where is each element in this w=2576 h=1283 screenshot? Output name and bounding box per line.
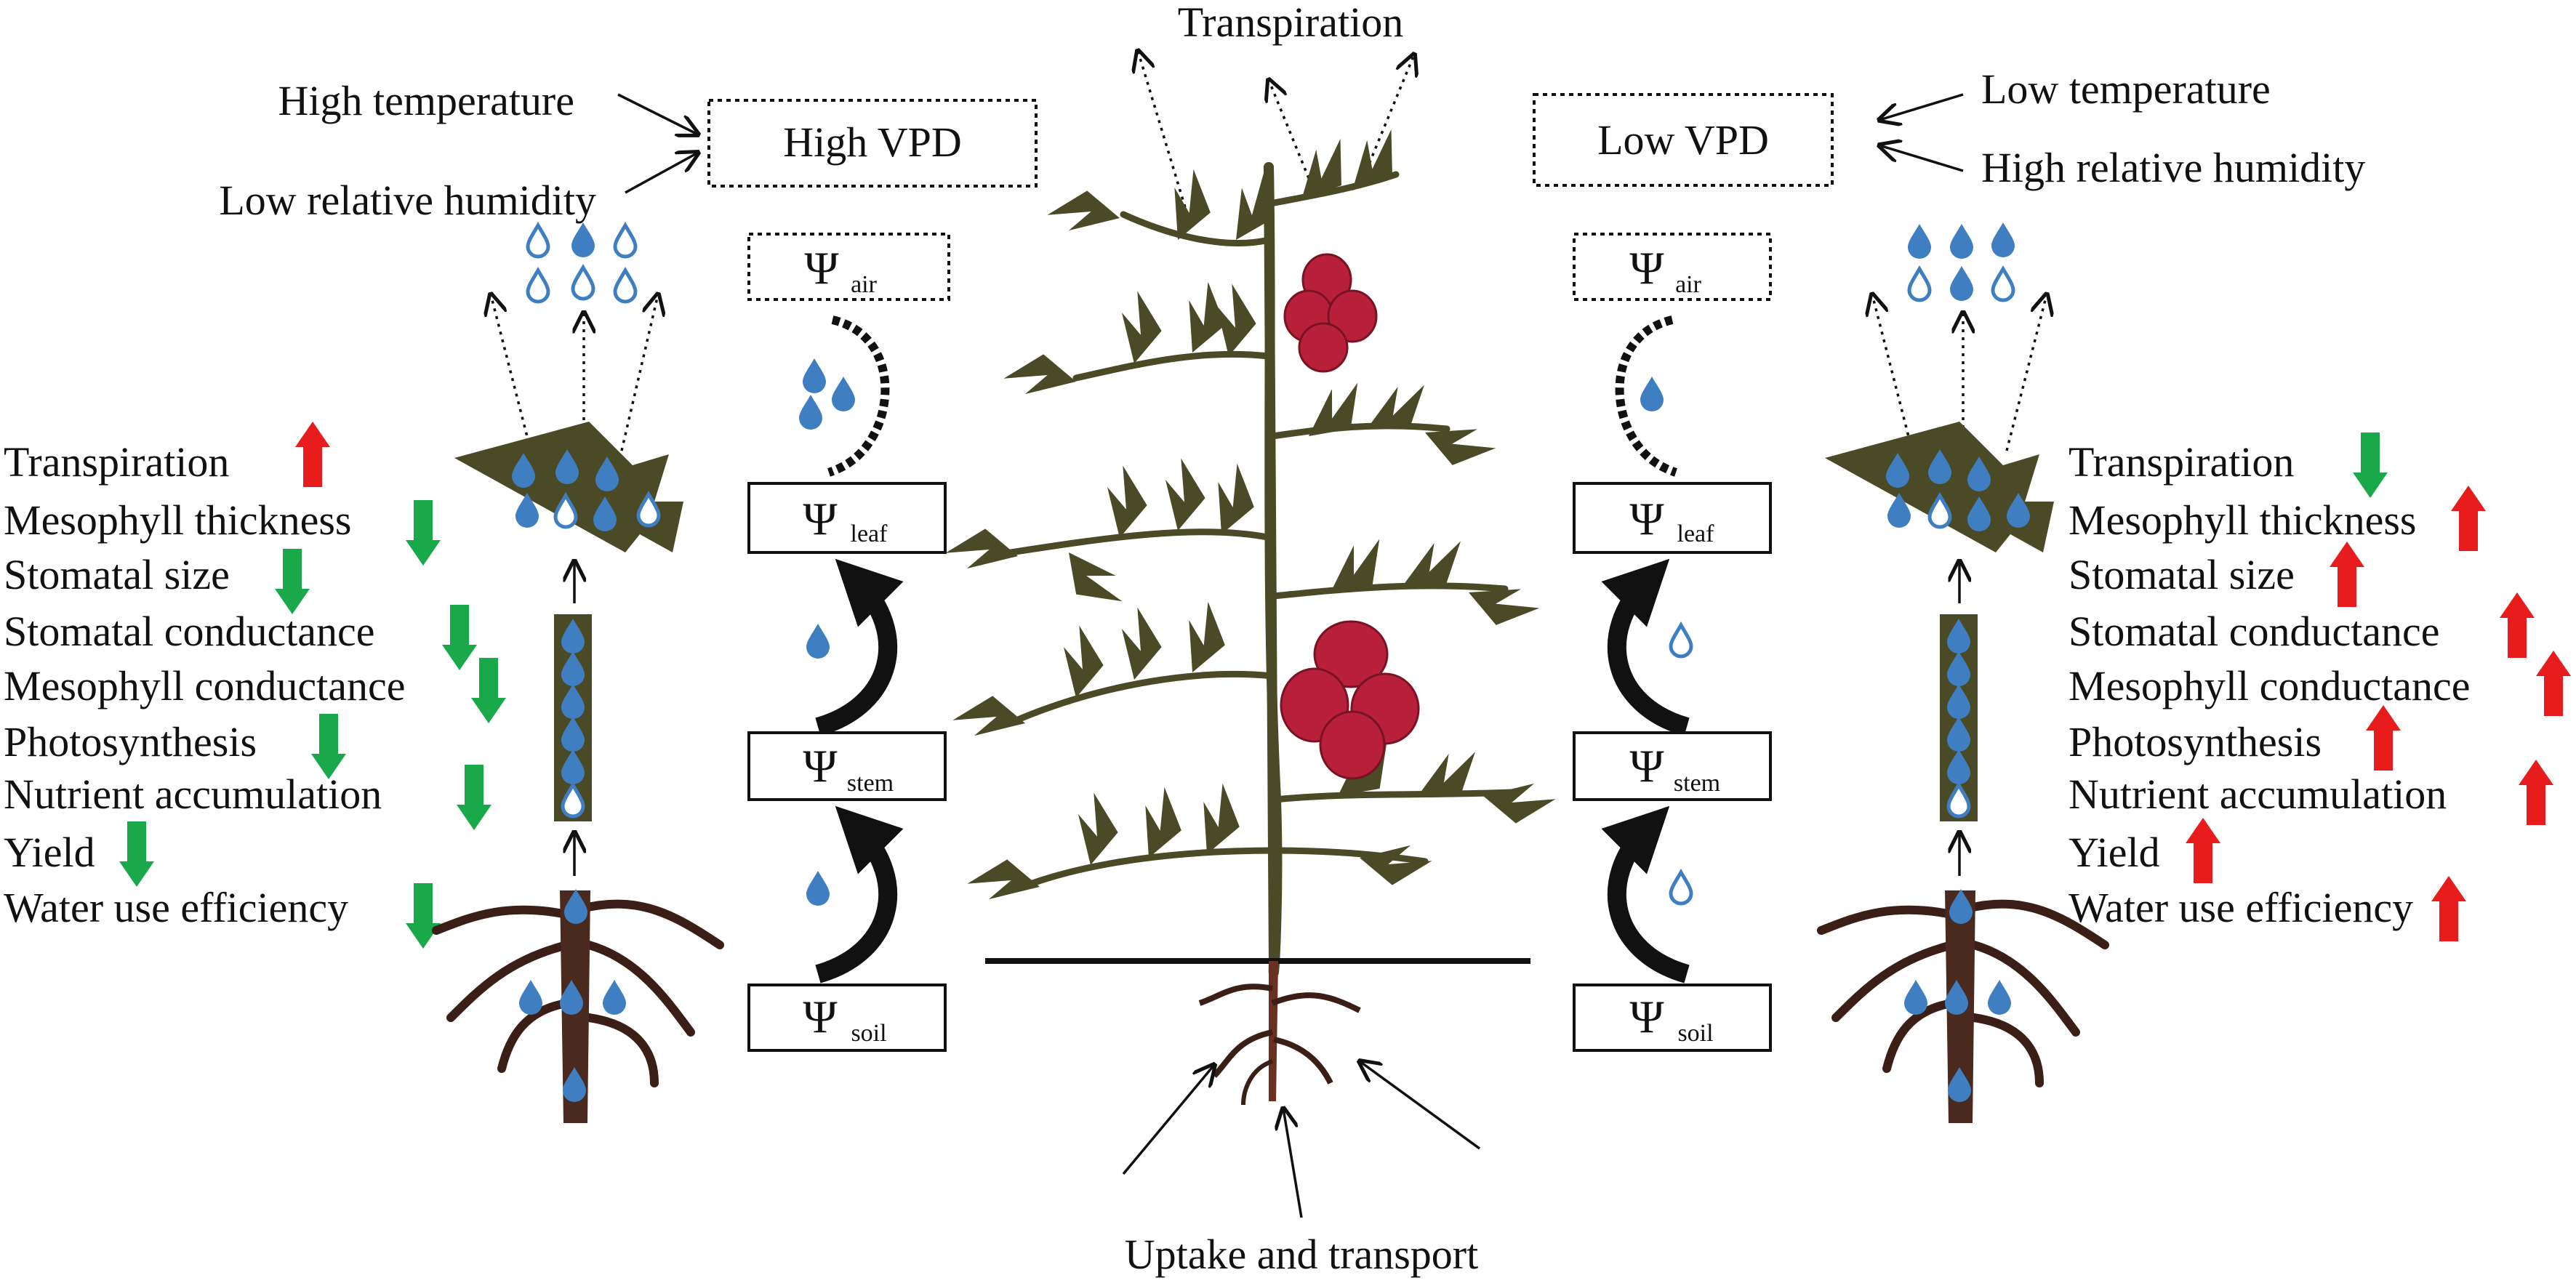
leaf-icon [1825, 422, 2054, 552]
transpiration-top-label: Transpiration [1178, 0, 1403, 46]
psi-stem-box [1573, 731, 1772, 801]
decrease-arrow-icon [406, 883, 441, 949]
decrease-arrow-icon [119, 821, 154, 887]
left-water-potential-column: Ψ air Ψ leaf Ψ stem Ψ soil [747, 233, 950, 1052]
tomato-fruit [1327, 289, 1378, 343]
root-icon [1198, 961, 1361, 1106]
svg-text:Ψ: Ψ [1629, 991, 1664, 1042]
svg-text:leaf: leaf [851, 520, 888, 547]
increase-arrow-icon [2500, 592, 2535, 658]
svg-text:leaf: leaf [1677, 520, 1715, 547]
increase-arrow-icon [2330, 542, 2364, 607]
water-drop-icon [571, 222, 595, 257]
svg-text:Ψ: Ψ [804, 242, 839, 294]
decrease-arrow-icon [275, 549, 310, 614]
psi-leaf-box [1573, 482, 1772, 554]
low-vpd-box [1533, 93, 1834, 187]
decrease-arrow-icon [406, 500, 441, 566]
right-effect-wue: Water use efficiency [2069, 884, 2413, 931]
right-cause-humidity: High relative humidity [1981, 144, 2365, 191]
left-effect-wue: Water use efficiency [4, 884, 348, 931]
increase-arrow-icon [2451, 486, 2486, 551]
decrease-arrow-icon [442, 605, 477, 670]
svg-text:Ψ: Ψ [1629, 242, 1664, 294]
left-cause-temperature: High temperature [278, 77, 574, 124]
uptake-label: Uptake and transport [1125, 1231, 1478, 1278]
increase-arrow-icon [2519, 760, 2553, 825]
left-cause-humidity: Low relative humidity [219, 177, 596, 224]
psi-air-box [747, 233, 950, 301]
left-effect-mesophyll-conductance: Mesophyll conductance [4, 662, 405, 709]
increase-arrow-icon [295, 422, 330, 487]
left-effect-stomatal-conductance: Stomatal conductance [4, 608, 375, 655]
water-drop-icon [528, 225, 548, 257]
decrease-arrow-icon [311, 714, 346, 779]
left-effect-yield: Yield [4, 829, 95, 876]
right-cause-temperature: Low temperature [1981, 65, 2271, 113]
svg-text:Ψ: Ψ [1629, 493, 1664, 544]
right-effects-list: Transpiration Mesophyll thickness Stomat… [2069, 433, 2571, 941]
water-drop-icon [615, 225, 635, 257]
water-drop-icon [528, 270, 548, 302]
left-effect-transpiration: Transpiration [4, 438, 229, 486]
left-effect-stomatal-size: Stomatal size [4, 551, 230, 598]
left-effects-list: Transpiration Mesophyll thickness Stomat… [4, 422, 506, 949]
left-effect-photosynthesis: Photosynthesis [4, 718, 257, 765]
svg-text:soil: soil [851, 1020, 886, 1047]
water-drop-icon [573, 268, 593, 299]
psi-air-box [1573, 233, 1772, 301]
decrease-arrow-icon [2353, 433, 2388, 498]
svg-text:air: air [1675, 271, 1702, 298]
right-effect-transpiration: Transpiration [2069, 438, 2294, 486]
svg-text:Ψ: Ψ [1629, 740, 1664, 792]
left-effect-mesophyll-thickness: Mesophyll thickness [4, 496, 351, 544]
tomato-fruit [1313, 620, 1389, 688]
right-effect-stomatal-size: Stomatal size [2069, 551, 2295, 598]
increase-arrow-icon [2536, 651, 2571, 716]
right-effect-photosynthesis: Photosynthesis [2069, 718, 2322, 765]
tomato-plant [943, 51, 1558, 1218]
increase-arrow-icon [2186, 818, 2220, 883]
decrease-arrow-icon [471, 658, 506, 723]
psi-soil-box [1573, 984, 1772, 1052]
tomato-fruit [1298, 322, 1349, 373]
tomato-fruit [1319, 710, 1386, 780]
right-effect-mesophyll-conductance: Mesophyll conductance [2069, 662, 2470, 709]
psi-stem-box [747, 731, 947, 801]
right-water-potential-column: Ψ air Ψ leaf Ψ stem Ψ soil [1573, 233, 1772, 1052]
svg-text:stem: stem [847, 770, 894, 797]
decrease-arrow-icon [457, 765, 491, 830]
svg-text:Ψ: Ψ [803, 740, 838, 792]
high-vpd-label: High VPD [783, 118, 961, 166]
right-cause-group: Low VPD Low temperature High relative hu… [1533, 65, 2365, 191]
left-schematic [432, 222, 724, 1123]
right-effect-nutrient-accumulation: Nutrient accumulation [2069, 771, 2447, 818]
root-icon [1817, 889, 2109, 1123]
increase-arrow-icon [2366, 705, 2401, 771]
psi-soil-box [747, 984, 947, 1052]
low-vpd-label: Low VPD [1597, 116, 1769, 164]
water-drop-icon [615, 270, 635, 302]
svg-text:soil: soil [1677, 1020, 1713, 1047]
psi-leaf-box [747, 482, 947, 554]
right-effect-yield: Yield [2069, 829, 2160, 876]
right-effect-stomatal-conductance: Stomatal conductance [2069, 608, 2440, 655]
svg-text:Ψ: Ψ [803, 493, 838, 544]
right-schematic [1817, 222, 2109, 1123]
svg-text:air: air [851, 271, 878, 298]
svg-text:stem: stem [1674, 770, 1720, 797]
left-cause-group: High temperature Low relative humidity H… [219, 77, 1038, 224]
left-effect-nutrient-accumulation: Nutrient accumulation [4, 771, 382, 818]
svg-text:Ψ: Ψ [803, 991, 838, 1042]
high-vpd-box [707, 99, 1038, 188]
increase-arrow-icon [2431, 876, 2466, 941]
leaf-icon [454, 422, 683, 552]
right-effect-mesophyll-thickness: Mesophyll thickness [2069, 496, 2416, 544]
root-icon [432, 889, 724, 1123]
